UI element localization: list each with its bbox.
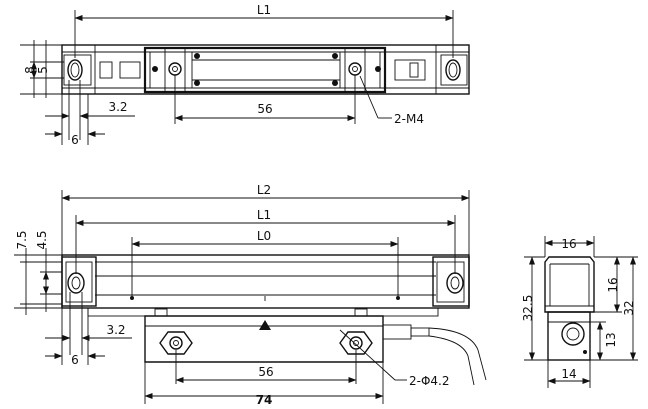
dim-side-14: 14 xyxy=(561,367,576,381)
dim-front-74: 74 xyxy=(256,393,273,407)
dim-side-32-5: 32.5 xyxy=(521,295,535,322)
dim-front-L2: L2 xyxy=(257,183,271,197)
dim-front-L1: L1 xyxy=(257,208,271,222)
dim-top-L1: L1 xyxy=(257,3,271,17)
dim-front-L0: L0 xyxy=(257,229,271,243)
side-view: 16 32.5 16 32 13 14 xyxy=(521,236,638,388)
dim-side-32: 32 xyxy=(622,300,636,315)
dim-top-3-2: 3.2 xyxy=(108,100,127,114)
dim-front-3-2: 3.2 xyxy=(106,323,125,337)
dim-side-13: 13 xyxy=(604,332,618,347)
dim-front-4-5: 4.5 xyxy=(35,230,49,249)
dim-top-6: 6 xyxy=(71,133,79,147)
label-2-M4: 2-M4 xyxy=(394,112,424,126)
label-2-phi-4-2: 2-Φ4.2 xyxy=(409,374,450,388)
dim-top-8: 8 xyxy=(23,66,37,74)
front-view: L2 L1 L0 7.5 4.5 3.2 6 xyxy=(14,183,487,407)
dim-front-6: 6 xyxy=(71,353,79,367)
dim-side-16-right: 16 xyxy=(606,277,620,292)
dim-front-56: 56 xyxy=(258,365,273,379)
dim-top-5: 5 xyxy=(36,66,50,74)
dim-side-16-top: 16 xyxy=(561,237,576,251)
dim-front-7-5: 7.5 xyxy=(15,230,29,249)
top-view: L1 8 5 3.2 6 56 2-M4 xyxy=(20,3,470,147)
dim-top-56: 56 xyxy=(257,102,272,116)
